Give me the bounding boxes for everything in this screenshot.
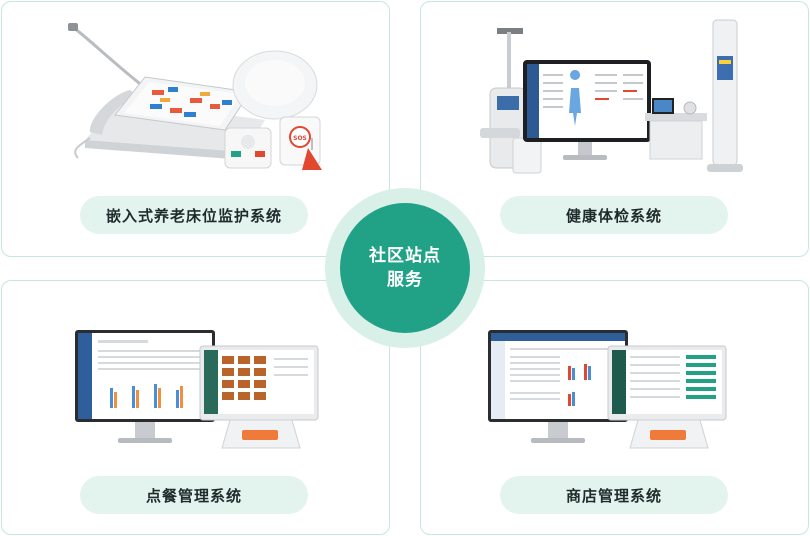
health-check-label[interactable]: 健康体检系统	[500, 196, 728, 234]
ordering-device-image	[75, 330, 319, 449]
ordering-label[interactable]: 点餐管理系统	[80, 476, 308, 514]
bed-monitor-device-image: SOS	[68, 23, 322, 170]
store-device-image	[488, 330, 727, 449]
sos-label: SOS	[293, 135, 307, 142]
center-title-line2: 服务	[387, 270, 423, 290]
center-badge: 社区站点 服务	[340, 203, 470, 333]
center-title-line1: 社区站点	[369, 246, 441, 266]
store-label[interactable]: 商店管理系统	[500, 476, 728, 514]
bed-monitor-label[interactable]: 嵌入式养老床位监护系统	[80, 196, 308, 234]
health-check-device-image	[480, 19, 743, 174]
